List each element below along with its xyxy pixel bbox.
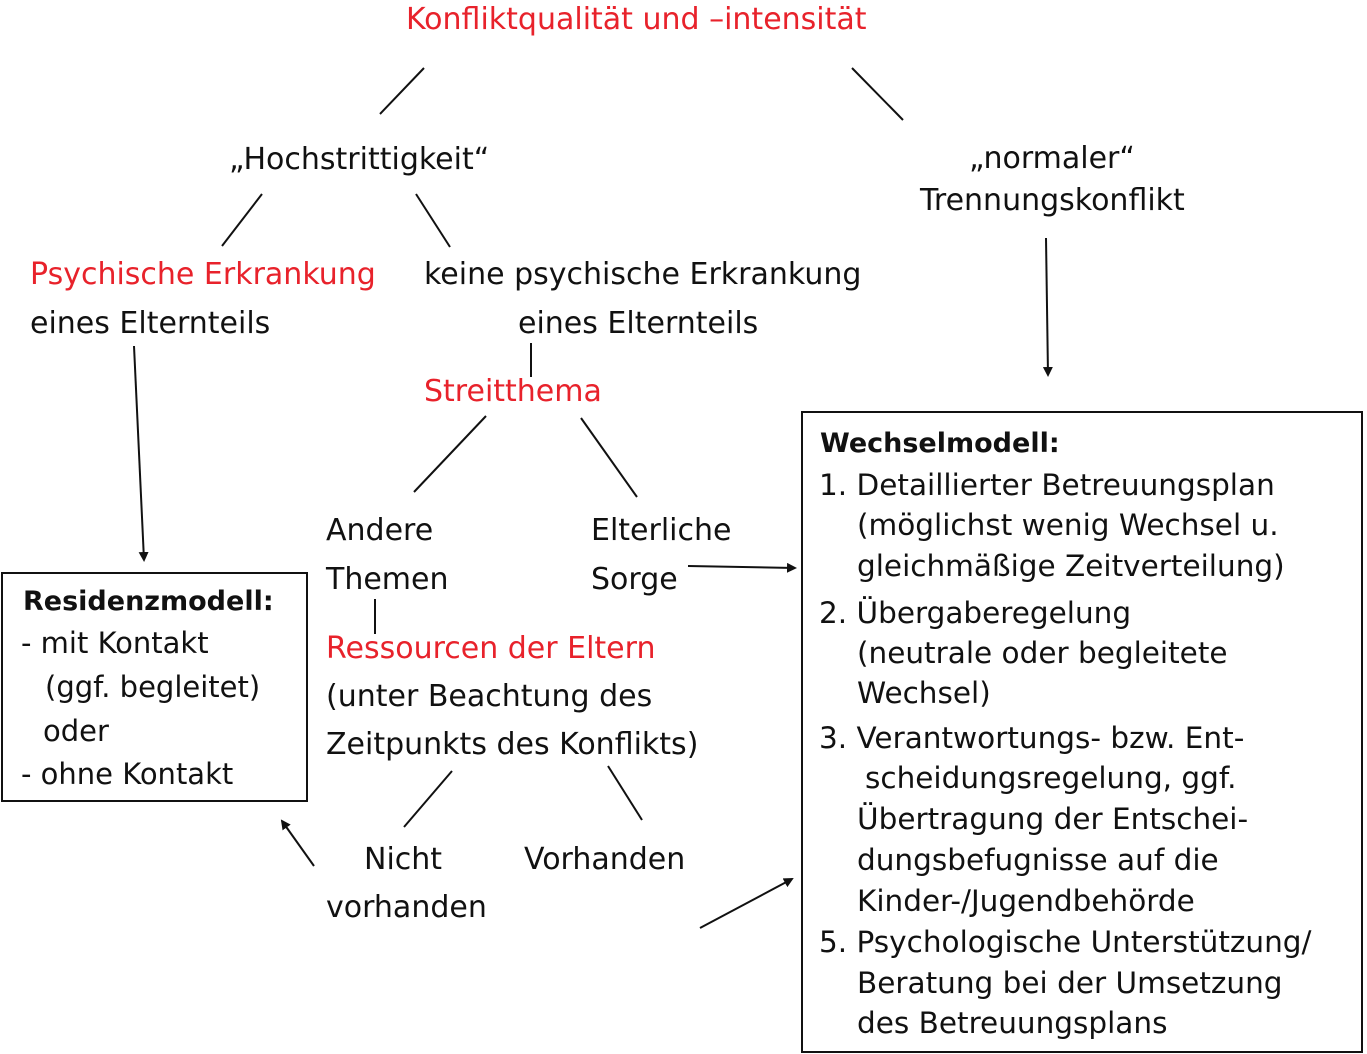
- node-ressourcen: Ressourcen der Eltern: [326, 631, 656, 666]
- line-streit-to-andere: [413, 415, 487, 493]
- node-normaler-line1: „normaler“: [969, 141, 1135, 176]
- wechselmodell-line: 1. Detaillierter Betreuungsplan: [819, 468, 1275, 502]
- arrow-sorge-to-wechsel: [687, 562, 797, 573]
- wechselmodell-line: scheidungsregelung, ggf.: [865, 761, 1237, 795]
- residenzmodell-box: Residenzmodell: - mit Kontakt (ggf. begl…: [1, 572, 308, 802]
- wechselmodell-box: Wechselmodell: 1. Detaillierter Betreuun…: [801, 411, 1363, 1053]
- line-streit-to-sorge: [580, 417, 638, 498]
- diagram-root-title: Konfliktqualität und –intensität: [406, 2, 867, 37]
- node-ressourcen-line2: (unter Beachtung des: [326, 679, 653, 714]
- node-elterliche-sorge-line1: Elterliche: [591, 513, 732, 548]
- wechselmodell-line: des Betreuungsplans: [857, 1006, 1168, 1040]
- wechselmodell-line: Wechsel): [857, 676, 991, 710]
- node-keine-psychische-erkrankung-line2: eines Elternteils: [518, 306, 759, 341]
- line-hoch-to-nopsych: [415, 193, 451, 248]
- node-ressourcen-line3: Zeitpunkts des Konflikts): [326, 727, 699, 762]
- wechselmodell-line: Beratung bei der Umsetzung: [857, 966, 1283, 1000]
- residenzmodell-title: Residenzmodell:: [23, 586, 274, 617]
- line-ressourcen-to-vorhanden: [607, 765, 643, 821]
- arrow-psych-to-residenz: [133, 345, 149, 562]
- residenzmodell-line: - mit Kontakt: [21, 626, 209, 660]
- line-ressourcen-to-nicht: [403, 770, 453, 828]
- node-andere-themen-line1: Andere: [326, 513, 434, 548]
- node-nicht-line2: vorhanden: [326, 890, 487, 925]
- node-andere-themen-line2: Themen: [326, 562, 449, 597]
- residenzmodell-line: (ggf. begleitet): [45, 670, 261, 704]
- line-top-to-normal: [851, 67, 904, 121]
- residenzmodell-line: - ohne Kontakt: [21, 757, 234, 791]
- wechselmodell-line: Kinder-/Jugendbehörde: [857, 884, 1195, 918]
- arrow-nicht-to-residenz: [280, 819, 315, 867]
- node-elterliche-sorge-line2: Sorge: [591, 562, 678, 597]
- wechselmodell-line: (möglichst wenig Wechsel u.: [857, 508, 1279, 542]
- wechselmodell-line: 2. Übergaberegelung: [819, 596, 1132, 630]
- node-hochstrittigkeit: „Hochstrittigkeit“: [229, 142, 490, 177]
- wechselmodell-line: 5. Psychologische Unterstützung/: [819, 925, 1312, 959]
- node-normaler-line2: Trennungskonflikt: [920, 183, 1185, 218]
- wechselmodell-line: gleichmäßige Zeitverteilung): [857, 549, 1285, 583]
- node-streitthema: Streitthema: [424, 374, 602, 409]
- node-psychische-erkrankung: Psychische Erkrankung: [30, 257, 376, 292]
- wechselmodell-line: dungsbefugnisse auf die: [857, 843, 1219, 877]
- wechselmodell-title: Wechselmodell:: [820, 428, 1060, 459]
- node-psychische-erkrankung-line2: eines Elternteils: [30, 306, 271, 341]
- node-nicht-line1: Nicht: [364, 842, 443, 877]
- arrow-normal-to-wechsel: [1042, 237, 1053, 377]
- node-vorhanden: Vorhanden: [524, 842, 686, 877]
- wechselmodell-line: (neutrale oder begleitete: [857, 636, 1228, 670]
- residenzmodell-line: oder: [43, 714, 109, 748]
- arrow-vorhanden-to-wechsel: [699, 878, 794, 929]
- line-top-to-hochstrittigkeit: [379, 67, 425, 115]
- wechselmodell-line: 3. Verantwortungs- bzw. Ent-: [819, 721, 1245, 755]
- wechselmodell-line: Übertragung der Entschei-: [857, 802, 1249, 836]
- node-keine-psychische-erkrankung: keine psychische Erkrankung: [424, 257, 862, 292]
- line-hoch-to-psych: [221, 193, 263, 247]
